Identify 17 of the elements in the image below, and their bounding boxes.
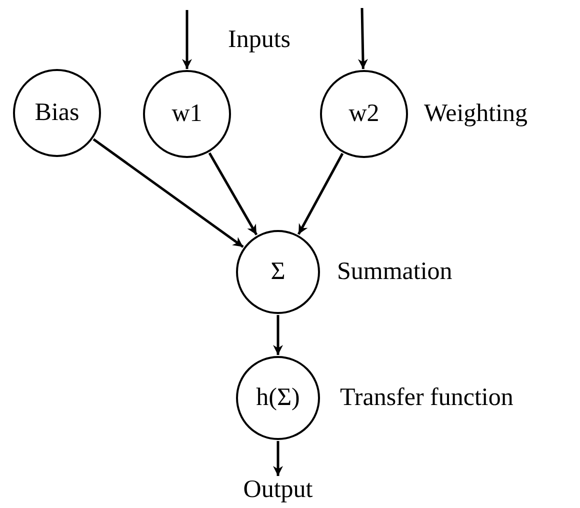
node-label: Bias (34, 99, 80, 127)
arrow (182, 10, 192, 69)
stage-caption: Summation (337, 259, 452, 284)
arrow (208, 152, 258, 236)
node-label: Output (243, 476, 313, 504)
node-label: h(Σ) (256, 384, 300, 412)
section-label: Inputs (228, 27, 290, 52)
arrow (297, 152, 344, 235)
arrow (273, 315, 283, 355)
node-label: w1 (172, 100, 202, 128)
arrow (92, 138, 244, 248)
stage-caption: Transfer function (340, 385, 514, 410)
arrow (358, 8, 368, 70)
node-label: Σ (270, 258, 286, 286)
stage-caption: Weighting (424, 101, 528, 126)
node-label: w2 (348, 100, 380, 128)
arrow (273, 441, 283, 476)
